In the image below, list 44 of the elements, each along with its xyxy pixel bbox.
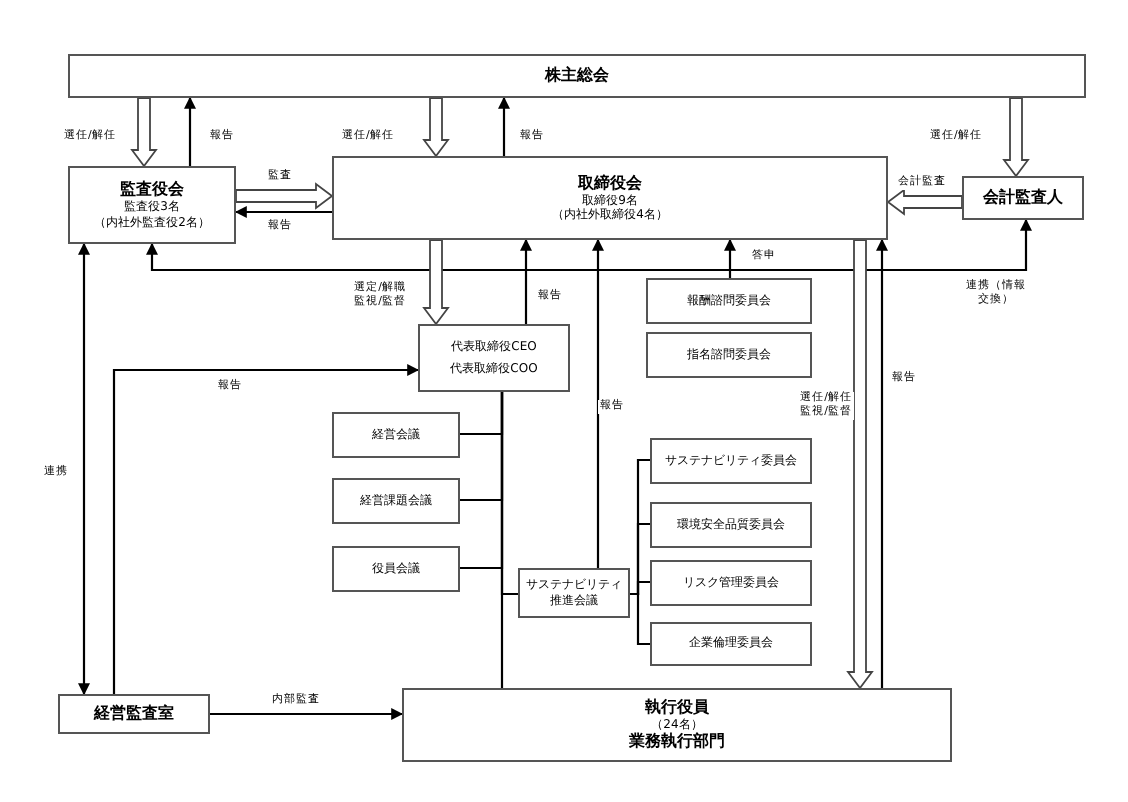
arrow: [592, 238, 604, 568]
arrow: [724, 238, 736, 278]
block-arrow: [846, 239, 874, 690]
block-arrow: [422, 97, 450, 158]
organization-box: [332, 478, 460, 524]
block-arrow: [130, 97, 158, 168]
arrow: [520, 238, 532, 324]
organization-box: [58, 694, 210, 734]
arrow: [498, 96, 510, 156]
block-arrow: [1002, 97, 1030, 178]
arrow: [184, 96, 196, 166]
organization-box: [332, 412, 460, 458]
organization-box: [418, 324, 570, 392]
organization-box: [332, 546, 460, 592]
organization-box: [646, 332, 812, 378]
organization-box: [646, 278, 812, 324]
block-arrow: [886, 188, 963, 216]
arrow: [112, 364, 420, 694]
organization-box: [402, 688, 952, 762]
organization-box: [518, 568, 630, 618]
box-title: 取締役会: [578, 173, 642, 191]
block-arrow: [422, 239, 450, 326]
organization-box: [650, 438, 812, 484]
connector-line: [630, 592, 650, 646]
box-title: 監査役会: [120, 180, 184, 200]
box-title: 株主総会: [545, 66, 609, 86]
block-arrow: [235, 182, 334, 210]
arrow: [146, 218, 1032, 272]
arrow: [234, 206, 332, 218]
organization-box: [650, 560, 812, 606]
box-title: 執行役員: [645, 697, 709, 718]
organization-box: [962, 176, 1084, 220]
organization-box: [650, 502, 812, 548]
organization-box: [332, 156, 888, 240]
arrow: [876, 238, 888, 688]
organization-box: [650, 622, 812, 666]
organization-box: [68, 166, 236, 244]
box-title: 経営監査室: [94, 704, 174, 724]
arrow: [78, 242, 90, 696]
organization-box: [68, 54, 1086, 98]
box-text: 業務執行部門: [629, 732, 725, 753]
box-title: 会計監査人: [983, 188, 1063, 208]
connector-line: [500, 392, 504, 688]
arrow: [210, 708, 404, 720]
